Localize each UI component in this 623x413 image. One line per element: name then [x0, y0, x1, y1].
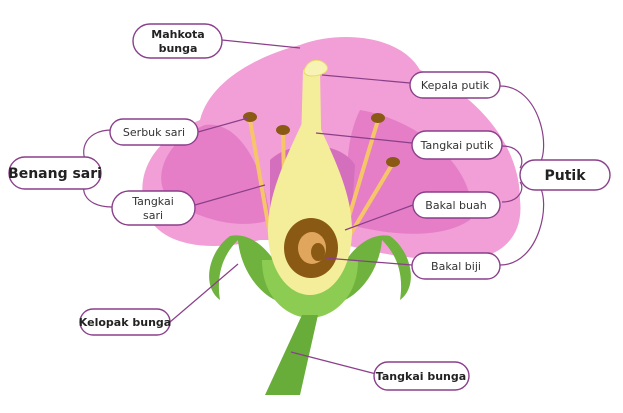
mahkota-line1: Mahkota: [151, 28, 204, 41]
leader-tangkai-putik: [315, 132, 413, 144]
leader-serbuk-sari: [197, 117, 249, 133]
label-box: [79, 308, 171, 336]
anther: [243, 112, 257, 122]
leader-bakal-biji: [324, 257, 413, 266]
leader-tangkai-sari: [194, 184, 266, 206]
putik-text: Putik: [544, 168, 586, 184]
anther: [276, 125, 290, 135]
label-box: [411, 252, 501, 280]
leader-tangkai-bunga: [290, 351, 381, 376]
label-bakal-biji: Bakal biji: [411, 252, 501, 280]
ovule-core: [311, 243, 325, 261]
label-box: [519, 159, 611, 191]
label-box: [409, 71, 501, 99]
label-kepala-putik: Kepala putik: [409, 71, 501, 99]
kelopak-bunga-text: Kelopak bunga: [79, 316, 171, 329]
serbuk-sari-text: Serbuk sari: [123, 126, 185, 139]
benang-sari-text: Benang sari: [8, 166, 102, 182]
label-kelopak-bunga: Kelopak bunga: [79, 308, 171, 336]
label-benang-sari: Benang sari: [8, 156, 102, 190]
leader-lines: [83, 39, 545, 376]
label-box: [111, 190, 196, 226]
flower-stem: [265, 315, 318, 395]
label-putik: Putik: [519, 159, 611, 191]
label-box: [132, 23, 223, 59]
tangkai-sari-line1: Tangkai: [131, 195, 174, 208]
label-mahkota: Mahkota bunga: [132, 23, 223, 59]
label-tangkai-bunga: Tangkai bunga: [373, 361, 470, 391]
leader-mahkota: [221, 39, 301, 49]
filament: [348, 161, 395, 237]
label-box: [412, 191, 501, 219]
label-bakal-buah: Bakal buah: [412, 191, 501, 219]
label-tangkai-sari: Tangkai sari: [111, 190, 196, 226]
label-serbuk-sari: Serbuk sari: [109, 118, 199, 146]
mahkota-line2: bunga: [159, 42, 198, 55]
label-box: [411, 130, 503, 160]
pistil: [268, 59, 352, 295]
leader-kelopak: [169, 263, 239, 323]
tangkai-putik-text: Tangkai putik: [420, 139, 494, 152]
anther: [371, 113, 385, 123]
stigma: [303, 59, 329, 77]
bakal-buah-text: Bakal buah: [425, 199, 486, 212]
leader-kepala-putik: [321, 74, 411, 84]
filament: [248, 118, 272, 237]
label-tangkai-putik: Tangkai putik: [411, 130, 503, 160]
style: [300, 70, 322, 180]
bracket-putik: [499, 85, 545, 266]
tangkai-sari-line2: sari: [143, 209, 163, 222]
anther: [386, 157, 400, 167]
tangkai-bunga-text: Tangkai bunga: [376, 370, 466, 383]
sepal-left: [209, 235, 280, 300]
label-box: [109, 118, 199, 146]
label-box: [373, 361, 470, 391]
sepal-right: [340, 235, 411, 300]
label-box: [8, 156, 102, 190]
kepala-putik-text: Kepala putik: [421, 79, 490, 92]
bakal-biji-text: Bakal biji: [431, 260, 481, 273]
leader-bakal-buah: [344, 204, 414, 231]
